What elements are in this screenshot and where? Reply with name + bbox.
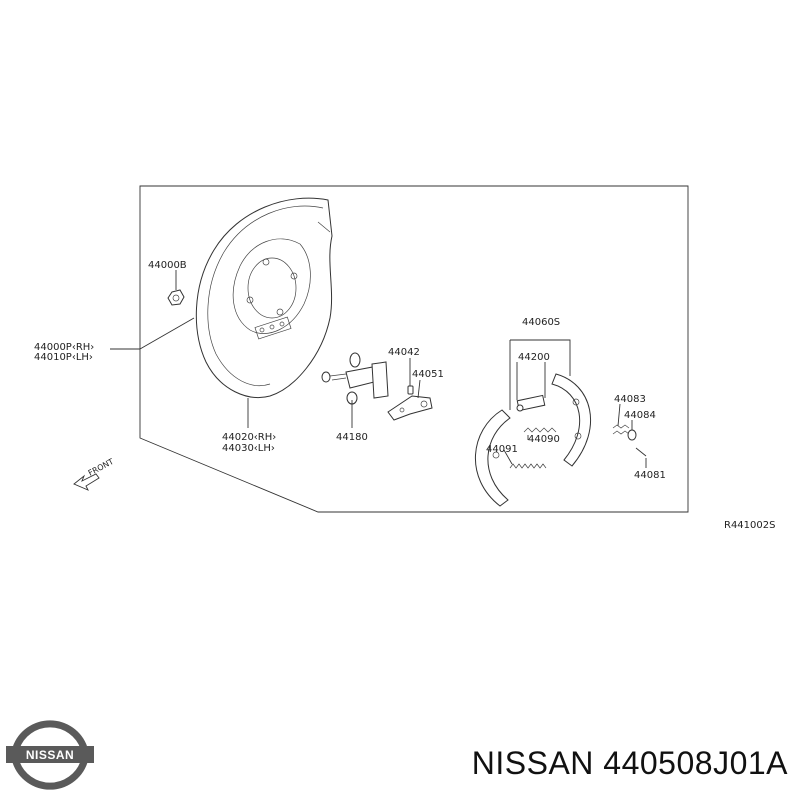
leader-lines	[110, 270, 647, 468]
label-44084: 44084	[624, 410, 656, 421]
shoe-right	[551, 373, 592, 467]
label-44000b: 44000B	[148, 260, 187, 271]
part-title: NISSAN 440508J01A	[471, 745, 788, 781]
label-44083: 44083	[614, 394, 646, 405]
spring-44090	[523, 427, 557, 433]
front-direction-arrow: FRONT	[73, 457, 115, 491]
pin-44081	[635, 447, 647, 457]
label-44020-rh: 44020‹RH›	[222, 432, 276, 443]
pin-44042	[407, 385, 414, 395]
label-44200: 44200	[518, 352, 550, 363]
front-label: FRONT	[87, 457, 115, 478]
spring-44091	[509, 463, 547, 469]
label-44042: 44042	[388, 347, 420, 358]
label-44091: 44091	[486, 444, 518, 455]
shoe-left	[475, 409, 511, 507]
spring-44083	[612, 424, 630, 435]
label-44180: 44180	[336, 432, 368, 443]
nut-44000b	[167, 289, 185, 306]
cup-44084	[627, 429, 637, 441]
adjuster-44180	[321, 352, 389, 405]
label-44081: 44081	[634, 470, 666, 481]
label-44010p-lh: 44010P‹LH›	[34, 352, 93, 363]
reference-code: R441002S	[724, 520, 775, 531]
label-44060s: 44060S	[522, 317, 560, 328]
logo-text: NISSAN	[26, 748, 74, 762]
label-44051: 44051	[412, 369, 444, 380]
adjuster-44200	[516, 394, 546, 412]
backing-plate	[195, 197, 333, 398]
label-44090: 44090	[528, 434, 560, 445]
nissan-logo: NISSAN	[6, 720, 94, 790]
diagram-frame	[139, 185, 689, 513]
lever-44051	[387, 395, 433, 421]
label-44030-lh: 44030‹LH›	[222, 443, 275, 454]
label-44000p-rh: 44000P‹RH›	[34, 342, 94, 353]
